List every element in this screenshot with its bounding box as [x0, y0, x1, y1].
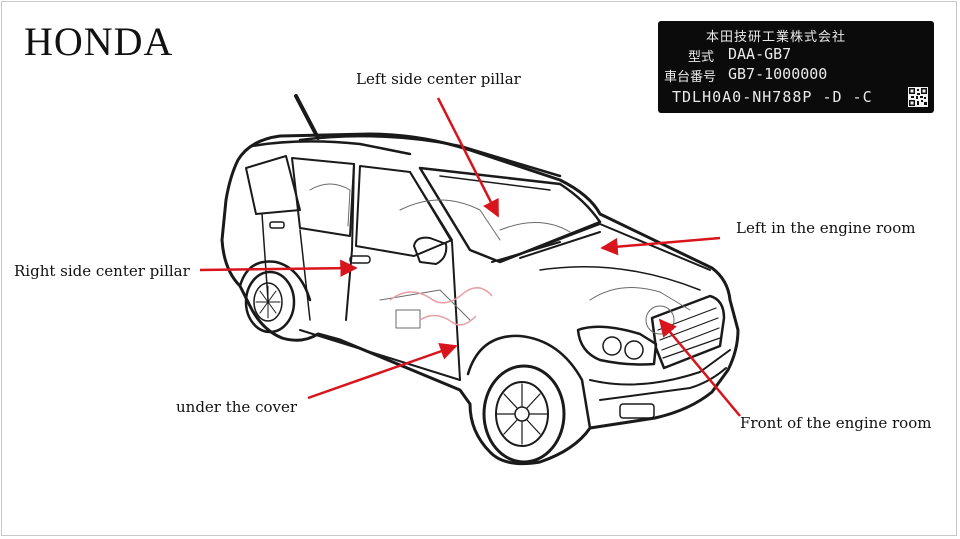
- arrow-right-center-pillar: [199, 259, 358, 277]
- label-right-center-pillar: Right side center pillar: [14, 262, 190, 280]
- plate-frame-label: 車台番号: [664, 70, 717, 85]
- arrow-left-engine-room: [600, 236, 721, 256]
- watermark-scribble: [389, 287, 493, 326]
- plate-maker: 本田技研工業株式会社: [706, 30, 847, 45]
- vin-plate: 本田技研工業株式会社 型式 DAA-GB7 車台番号 GB7-1000000 T…: [658, 21, 934, 113]
- label-front-engine-room: Front of the engine room: [740, 414, 932, 432]
- label-left-engine-room: Left in the engine room: [736, 219, 916, 237]
- plate-frame-value: GB7-1000000: [728, 65, 828, 83]
- plate-model-label: 型式: [688, 50, 715, 65]
- antenna: [294, 94, 320, 140]
- brand-title: HONDA: [24, 19, 174, 64]
- arrow-left-center-pillar: [436, 97, 500, 218]
- car-body: [220, 132, 740, 466]
- label-left-center-pillar: Left side center pillar: [356, 70, 521, 88]
- label-under-cover: under the cover: [176, 398, 298, 416]
- plate-code: TDLH0A0-NH788P -D -C: [672, 88, 873, 106]
- plate-model-value: DAA-GB7: [728, 45, 792, 63]
- arrow-front-engine-room: [658, 318, 741, 417]
- qr-code-icon: [908, 87, 928, 107]
- arrow-under-cover: [307, 342, 458, 400]
- callout-arrows: [199, 97, 741, 417]
